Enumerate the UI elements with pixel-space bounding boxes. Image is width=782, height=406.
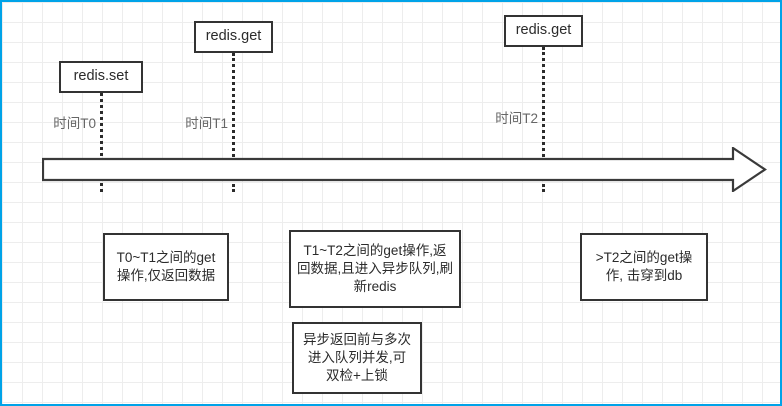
note-after-t2[interactable]: >T2之间的get操 作, 击穿到db [580, 233, 708, 301]
node-redis-set-label: redis.set [73, 68, 129, 85]
tick-label-t0: 时间T0 [53, 116, 96, 131]
note-t1-t2-text: T1~T2之间的get操作,返 回数据,且进入异步队列,刷 新redis [297, 243, 454, 294]
tick-label-t1: 时间T1 [185, 116, 228, 131]
node-redis-set[interactable]: redis.set [59, 61, 143, 93]
note-concurrency-text: 异步返回前与多次 进入队列并发,可 双检+上锁 [303, 332, 411, 383]
node-redis-get-t2[interactable]: redis.get [504, 15, 583, 47]
timeline-arrow-shape [42, 147, 767, 192]
note-concurrency[interactable]: 异步返回前与多次 进入队列并发,可 双检+上锁 [292, 322, 422, 394]
node-redis-get-t2-label: redis.get [515, 22, 572, 39]
note-t1-t2[interactable]: T1~T2之间的get操作,返 回数据,且进入异步队列,刷 新redis [289, 230, 461, 308]
guideline-t1 [232, 53, 235, 192]
note-t0-t1-text: T0~T1之间的get 操作,仅返回数据 [116, 250, 216, 283]
node-redis-get-t1-label: redis.get [205, 28, 262, 45]
timeline-arrow [42, 147, 767, 192]
note-t0-t1[interactable]: T0~T1之间的get 操作,仅返回数据 [103, 233, 229, 301]
node-redis-get-t1[interactable]: redis.get [194, 21, 273, 53]
guideline-t2 [542, 47, 545, 192]
guideline-t0 [100, 93, 103, 192]
tick-label-t2: 时间T2 [495, 111, 538, 126]
note-after-t2-text: >T2之间的get操 作, 击穿到db [595, 250, 693, 283]
